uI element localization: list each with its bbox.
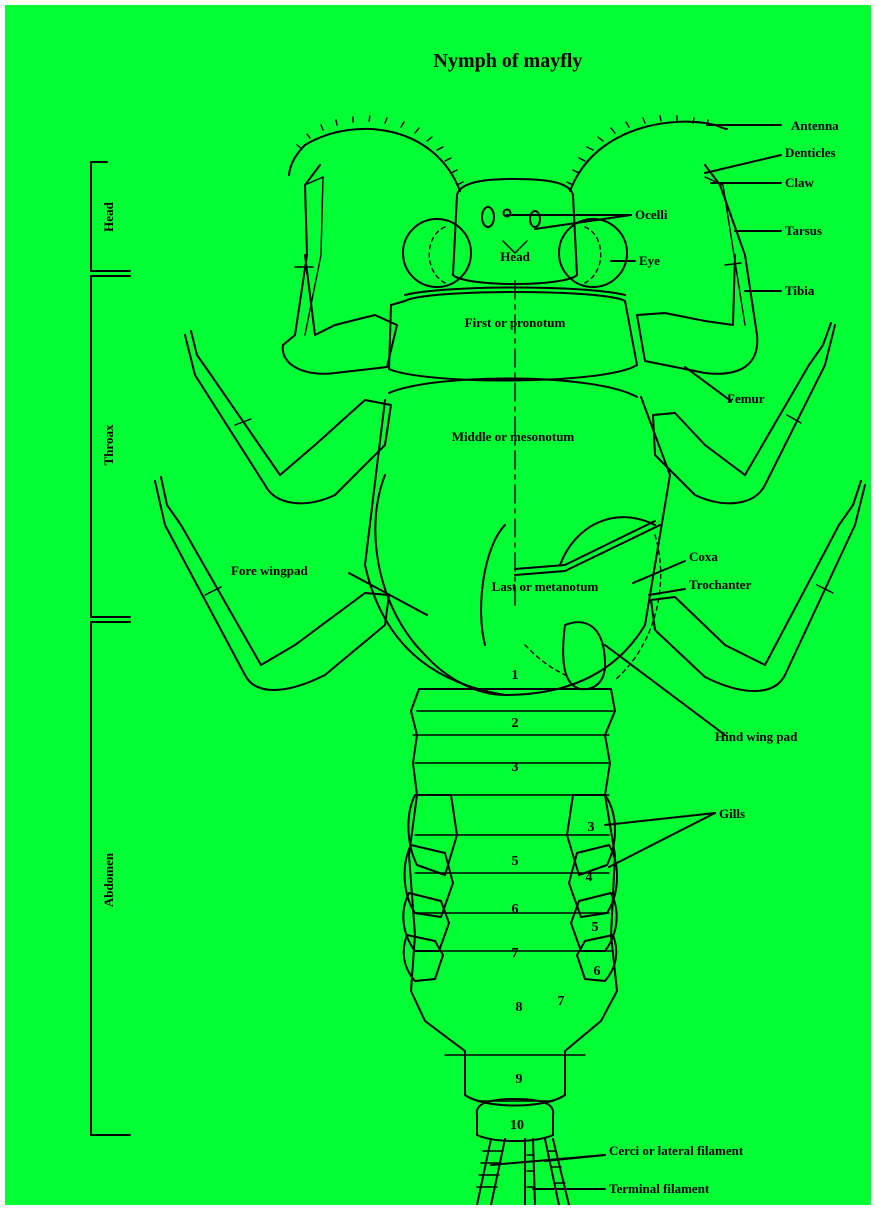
label-denticles: Denticles	[785, 145, 836, 160]
segment-label-5: 5	[512, 854, 519, 869]
diagram-title: Nymph of mayfly	[434, 50, 583, 72]
filaments	[477, 1139, 569, 1205]
label-antenna: Antenna	[791, 118, 839, 133]
antenna-left	[289, 129, 460, 191]
pronotum-label: First or pronotum	[465, 315, 566, 330]
cercus-right	[545, 1139, 559, 1205]
segment-label-1: 1	[512, 668, 519, 683]
mesonotum-label: Middle or mesonotum	[452, 429, 575, 444]
label-tibia: Tibia	[785, 283, 815, 298]
gill-label-6: 6	[594, 964, 601, 979]
head-region-label: Head	[101, 201, 116, 231]
pronotum	[389, 292, 637, 381]
gill-label-7: 7	[558, 994, 565, 1009]
segment-label-8: 8	[516, 1000, 523, 1015]
label-femur: Femur	[727, 391, 765, 406]
thorax-region-label: Throax	[101, 424, 116, 465]
label-coxa: Coxa	[689, 549, 718, 564]
label-gills: Gills	[719, 806, 745, 821]
leg-right-hind	[651, 481, 865, 691]
thorax: First or pronotum Middle or mesonotum La…	[365, 281, 670, 695]
gill-label-5: 5	[592, 920, 599, 935]
leg-left-hind	[155, 477, 389, 690]
region-brackets: Head Throax Abdomen	[91, 162, 130, 1135]
mayfly-nymph-diagram: Nymph of mayfly Head Throax Abdomen Head	[5, 5, 871, 1205]
leg-left-middle	[185, 331, 391, 503]
abdomen: 1 2 3 5 6 7 8 9 10 3 4 5 6 7	[403, 668, 617, 1141]
leg-left-front	[283, 165, 397, 374]
ocellus-left	[482, 207, 494, 227]
label-ocelli: Ocelli	[635, 207, 668, 222]
leg-right-front	[637, 165, 757, 374]
segment-label-9: 9	[516, 1072, 523, 1087]
label-eye: Eye	[639, 253, 660, 268]
segment-label-10: 10	[510, 1118, 524, 1133]
label-terminal-filament: Terminal filament	[609, 1181, 710, 1196]
leader-lines	[349, 125, 781, 1189]
label-claw: Claw	[785, 175, 815, 190]
head-capsule	[453, 179, 577, 284]
ocellus-right	[530, 211, 540, 227]
head-center-label: Head	[500, 249, 530, 264]
metanotum-label: Last or metanotum	[492, 579, 599, 594]
segment-label-7: 7	[512, 946, 519, 961]
gill-label-4: 4	[586, 870, 593, 885]
label-cerci: Cerci or lateral filament	[609, 1143, 744, 1158]
leg-right-middle	[653, 323, 835, 503]
head: Head	[403, 179, 627, 287]
abdomen-region-label: Abdomen	[101, 852, 116, 907]
gill-label-3: 3	[588, 820, 595, 835]
segment-label-6: 6	[512, 902, 519, 917]
label-tarsus: Tarsus	[785, 223, 822, 238]
label-hind-wing-pad: Hind wing pad	[715, 729, 798, 744]
segment-label-3: 3	[512, 760, 519, 775]
segment-label-2: 2	[512, 716, 519, 731]
label-trochanter: Trochanter	[689, 577, 752, 592]
diagram-canvas: Nymph of mayfly Head Throax Abdomen Head	[5, 5, 871, 1205]
label-fore-wingpad: Fore wingpad	[231, 563, 308, 578]
cercus-left	[477, 1139, 491, 1205]
antenna-right	[570, 122, 727, 191]
abdomen-outline	[409, 689, 617, 1106]
